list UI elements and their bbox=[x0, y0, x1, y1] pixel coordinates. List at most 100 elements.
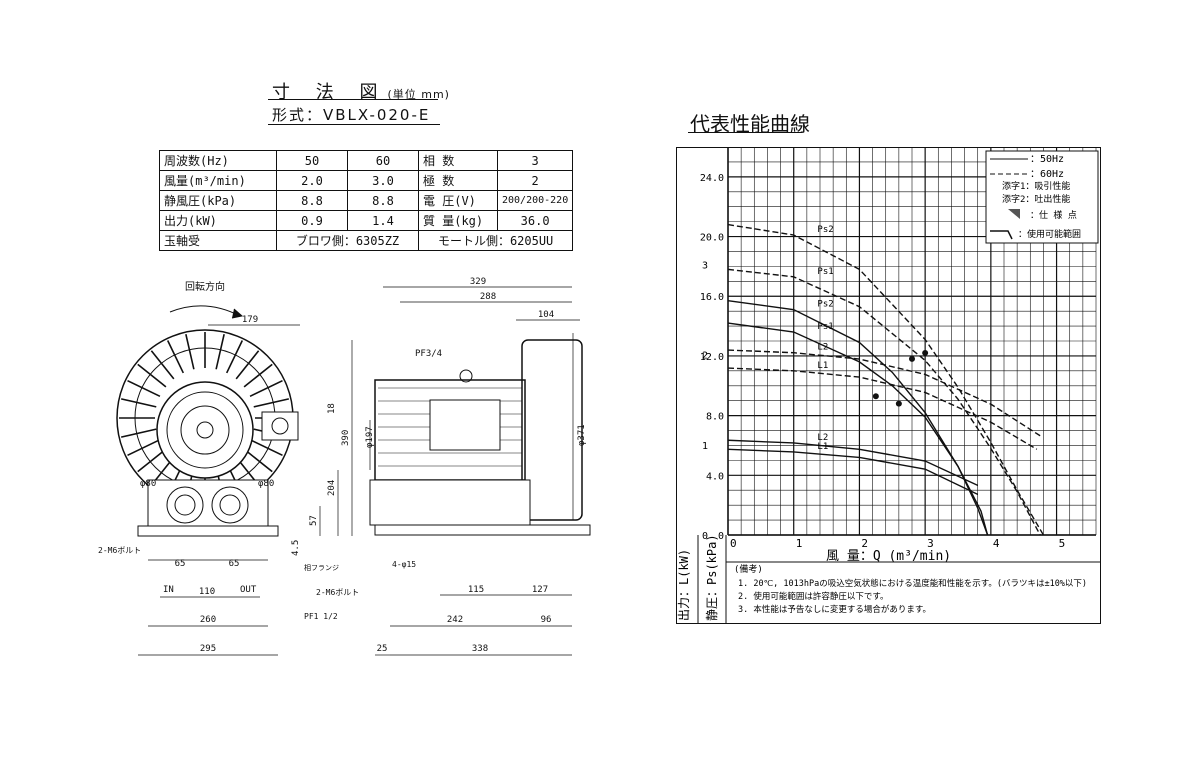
dim-110: 110 bbox=[199, 587, 215, 597]
y-axis-label-right: 静圧：Ps(kPa) bbox=[705, 534, 719, 621]
table-row: 静風圧(kPa) 8.8 8.8 電 圧(V) 200/200-220 bbox=[159, 190, 574, 211]
spec-cell: 周波数(Hz) bbox=[159, 150, 277, 171]
l-tick-label: 2 bbox=[702, 351, 708, 362]
mounting-foot bbox=[137, 525, 279, 537]
title-underline bbox=[268, 99, 438, 100]
range-marker-icon bbox=[990, 230, 1013, 240]
dim-104: 104 bbox=[538, 310, 554, 320]
dim-phi80-out: φ80 bbox=[258, 479, 274, 489]
dim-96: 96 bbox=[541, 615, 552, 625]
spec-point bbox=[872, 393, 879, 400]
dim-phi371: φ371 bbox=[577, 424, 587, 446]
dim-329: 329 bbox=[470, 277, 486, 287]
blower-base bbox=[147, 479, 269, 527]
table-row: 出力(kW) 0.9 1.4 質 量(kg) 36.0 bbox=[159, 210, 574, 231]
spec-cell: 相 数 bbox=[418, 150, 498, 171]
spec-point bbox=[895, 400, 902, 407]
x-tick-label: 1 bbox=[796, 537, 803, 550]
terminal-box bbox=[261, 411, 299, 441]
dim-pf34: PF3/4 bbox=[415, 349, 442, 359]
terminal-gland bbox=[271, 417, 289, 435]
fan-cover-inner bbox=[180, 405, 230, 455]
fin bbox=[185, 333, 195, 370]
curve-label: L2 bbox=[817, 433, 828, 443]
dim-25: 25 bbox=[377, 644, 388, 654]
side-terminal-box bbox=[429, 399, 501, 451]
curve-label: Ps1 bbox=[817, 322, 833, 332]
table-row: 周波数(Hz) 50 60 相 数 3 bbox=[159, 150, 574, 171]
x-tick-label: 2 bbox=[861, 537, 868, 550]
l-tick-label: 0 bbox=[702, 531, 708, 542]
y-axis-label-left: 出力：L(kW) bbox=[677, 549, 691, 621]
rotation-arrow bbox=[169, 305, 241, 317]
dim-338: 338 bbox=[472, 644, 488, 654]
performance-chart-frame bbox=[676, 147, 1101, 624]
fin bbox=[137, 448, 167, 473]
note-1: 1. 20℃, 1013hPaの吸込空気状態における温度能和性能を示す。(バラツ… bbox=[738, 578, 1087, 589]
eye-bolt bbox=[459, 369, 473, 383]
fin bbox=[120, 398, 157, 408]
curve-label: L2 bbox=[817, 343, 828, 353]
dim-pf112: PF1 1/2 bbox=[304, 612, 338, 621]
spec-cell: 出力(kW) bbox=[159, 210, 277, 231]
dim-in: IN bbox=[163, 585, 174, 595]
table-row: 玉軸受 ブロワ側：6305ZZ モートル側：6205UU bbox=[159, 230, 574, 251]
dim-242: 242 bbox=[447, 615, 463, 625]
dim-65-left: 65 bbox=[175, 559, 186, 569]
legend-spec-point: ：仕 様 点 bbox=[1030, 209, 1077, 221]
fin bbox=[253, 398, 290, 408]
curve-ps1 bbox=[727, 322, 989, 536]
dim-phi197: φ197 bbox=[365, 426, 375, 448]
dim-title-text: 寸 法 図 bbox=[272, 82, 388, 103]
dim-4-5: 4.5 bbox=[291, 540, 301, 556]
legend-range: ：使用可能範囲 bbox=[1018, 228, 1081, 240]
x-tick-label: 3 bbox=[927, 537, 934, 550]
legend-50hz: ：50Hz bbox=[1030, 154, 1064, 165]
model-label: 形式：VBLX-020-E bbox=[272, 106, 431, 124]
fin bbox=[235, 350, 260, 380]
inlet-port-inner bbox=[174, 494, 196, 516]
blower-side-casing bbox=[521, 339, 583, 521]
side-foot bbox=[374, 524, 591, 536]
legend-suffix1: 添字1：吸引性能 bbox=[1002, 180, 1070, 192]
curve-ps1 bbox=[727, 268, 1041, 536]
dim-m6-bolt-side: 2-M6ボルト bbox=[316, 588, 359, 597]
outlet-port bbox=[211, 486, 249, 524]
spec-point bbox=[909, 355, 915, 362]
dim-flange: 相フランジ bbox=[304, 563, 339, 572]
ps-tick-label: 20.0 bbox=[700, 233, 724, 244]
perf-title-underline bbox=[688, 132, 802, 133]
curve-label: Ps2 bbox=[817, 225, 833, 235]
l-tick-label: 1 bbox=[702, 441, 708, 452]
dim-out: OUT bbox=[240, 585, 257, 595]
x-axis-label: 風 量：Q (m³/min) bbox=[826, 549, 951, 564]
curve-l1 bbox=[727, 448, 979, 496]
notes-title: (備考) bbox=[734, 563, 763, 575]
fan-cover-ring bbox=[166, 391, 244, 469]
curve-label: Ps2 bbox=[817, 300, 833, 310]
l-tick-label: 3 bbox=[702, 260, 708, 271]
dim-390: 390 bbox=[341, 430, 351, 446]
chart-curves bbox=[727, 223, 1045, 536]
curve-ps2 bbox=[727, 223, 1045, 536]
note-3: 3. 本性能は予告なしに変更する場合があります。 bbox=[738, 604, 931, 615]
fin bbox=[137, 363, 167, 388]
ps-tick-label: 24.0 bbox=[700, 173, 724, 184]
spec-cell: 0.9 bbox=[276, 210, 348, 231]
spec-point-icon bbox=[1008, 209, 1020, 219]
model-underline bbox=[268, 124, 440, 125]
spec-cell: 玉軸受 bbox=[159, 230, 277, 251]
curve-ps2 bbox=[727, 300, 989, 536]
x-tick-label: 5 bbox=[1059, 537, 1066, 550]
spec-cell: 60 bbox=[347, 150, 419, 171]
dim-127: 127 bbox=[532, 585, 548, 595]
side-base bbox=[369, 479, 531, 526]
dim-179: 179 bbox=[242, 315, 258, 325]
ps-tick-label: 0 bbox=[718, 531, 724, 542]
spec-cell: 36.0 bbox=[496, 210, 574, 231]
fin bbox=[243, 363, 273, 388]
curve-l2 bbox=[727, 439, 979, 487]
dim-288: 288 bbox=[480, 292, 496, 302]
chart-notes: (備考) 1. 20℃, 1013hPaの吸込空気状態における温度能和性能を示す… bbox=[697, 535, 1101, 624]
